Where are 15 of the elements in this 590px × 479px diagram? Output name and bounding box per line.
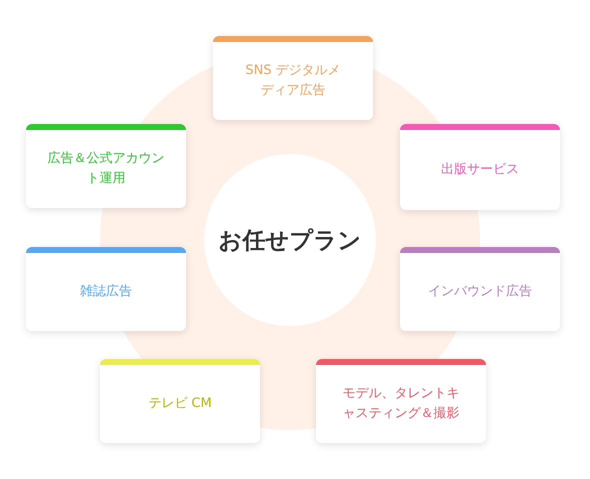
center-title: お任せプラン bbox=[218, 226, 362, 256]
service-card bbox=[26, 247, 186, 331]
service-card bbox=[26, 124, 186, 208]
service-card bbox=[400, 124, 560, 210]
service-card bbox=[400, 247, 560, 331]
service-label: テレビ CM bbox=[148, 395, 212, 413]
service-label: SNS デジタルメディア広告 bbox=[244, 62, 342, 100]
service-label: インバウンド広告 bbox=[428, 283, 532, 301]
service-label: 広告＆公式アカウント運用 bbox=[46, 150, 166, 188]
service-label: 出版サービス bbox=[441, 161, 519, 179]
service-card bbox=[100, 359, 260, 443]
service-card bbox=[316, 359, 486, 443]
service-label: 雑誌広告 bbox=[80, 283, 132, 301]
service-label: モデル、タレントキャスティング＆撮影 bbox=[342, 385, 460, 423]
service-card bbox=[213, 36, 373, 120]
